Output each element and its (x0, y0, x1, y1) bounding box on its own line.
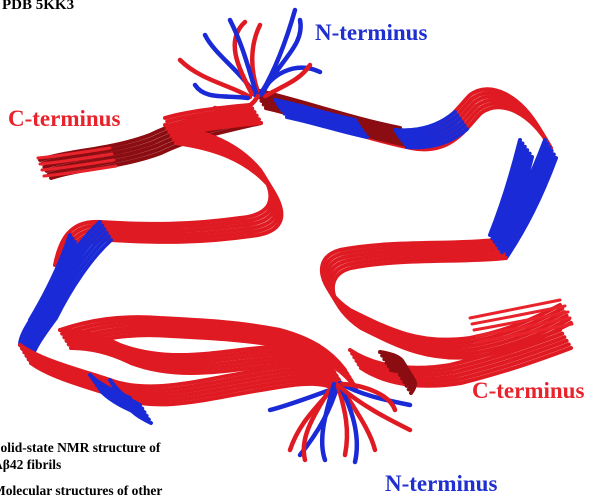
n-terminus-frayed-ends-bottom (270, 383, 410, 462)
c-terminus-label-right: C-terminus (472, 378, 584, 404)
n-terminus-label-top: N-terminus (315, 20, 427, 46)
n-terminus-label-bottom: N-terminus (385, 471, 497, 497)
fibril-strand-bundle (20, 89, 571, 423)
caption-item-1: Solid-state NMR structure of Aβ42 fibril… (0, 439, 160, 473)
caption-item-2: Molecular structures of other (0, 483, 162, 499)
pdb-id-title: PDB 5KK3 (2, 0, 74, 14)
n-terminus-frayed-ends-top (180, 10, 320, 111)
caption-line-1b: Aβ42 fibrils (0, 456, 160, 473)
c-terminus-label-left: C-terminus (8, 106, 120, 132)
caption-line-1a: Solid-state NMR structure of (0, 439, 160, 456)
